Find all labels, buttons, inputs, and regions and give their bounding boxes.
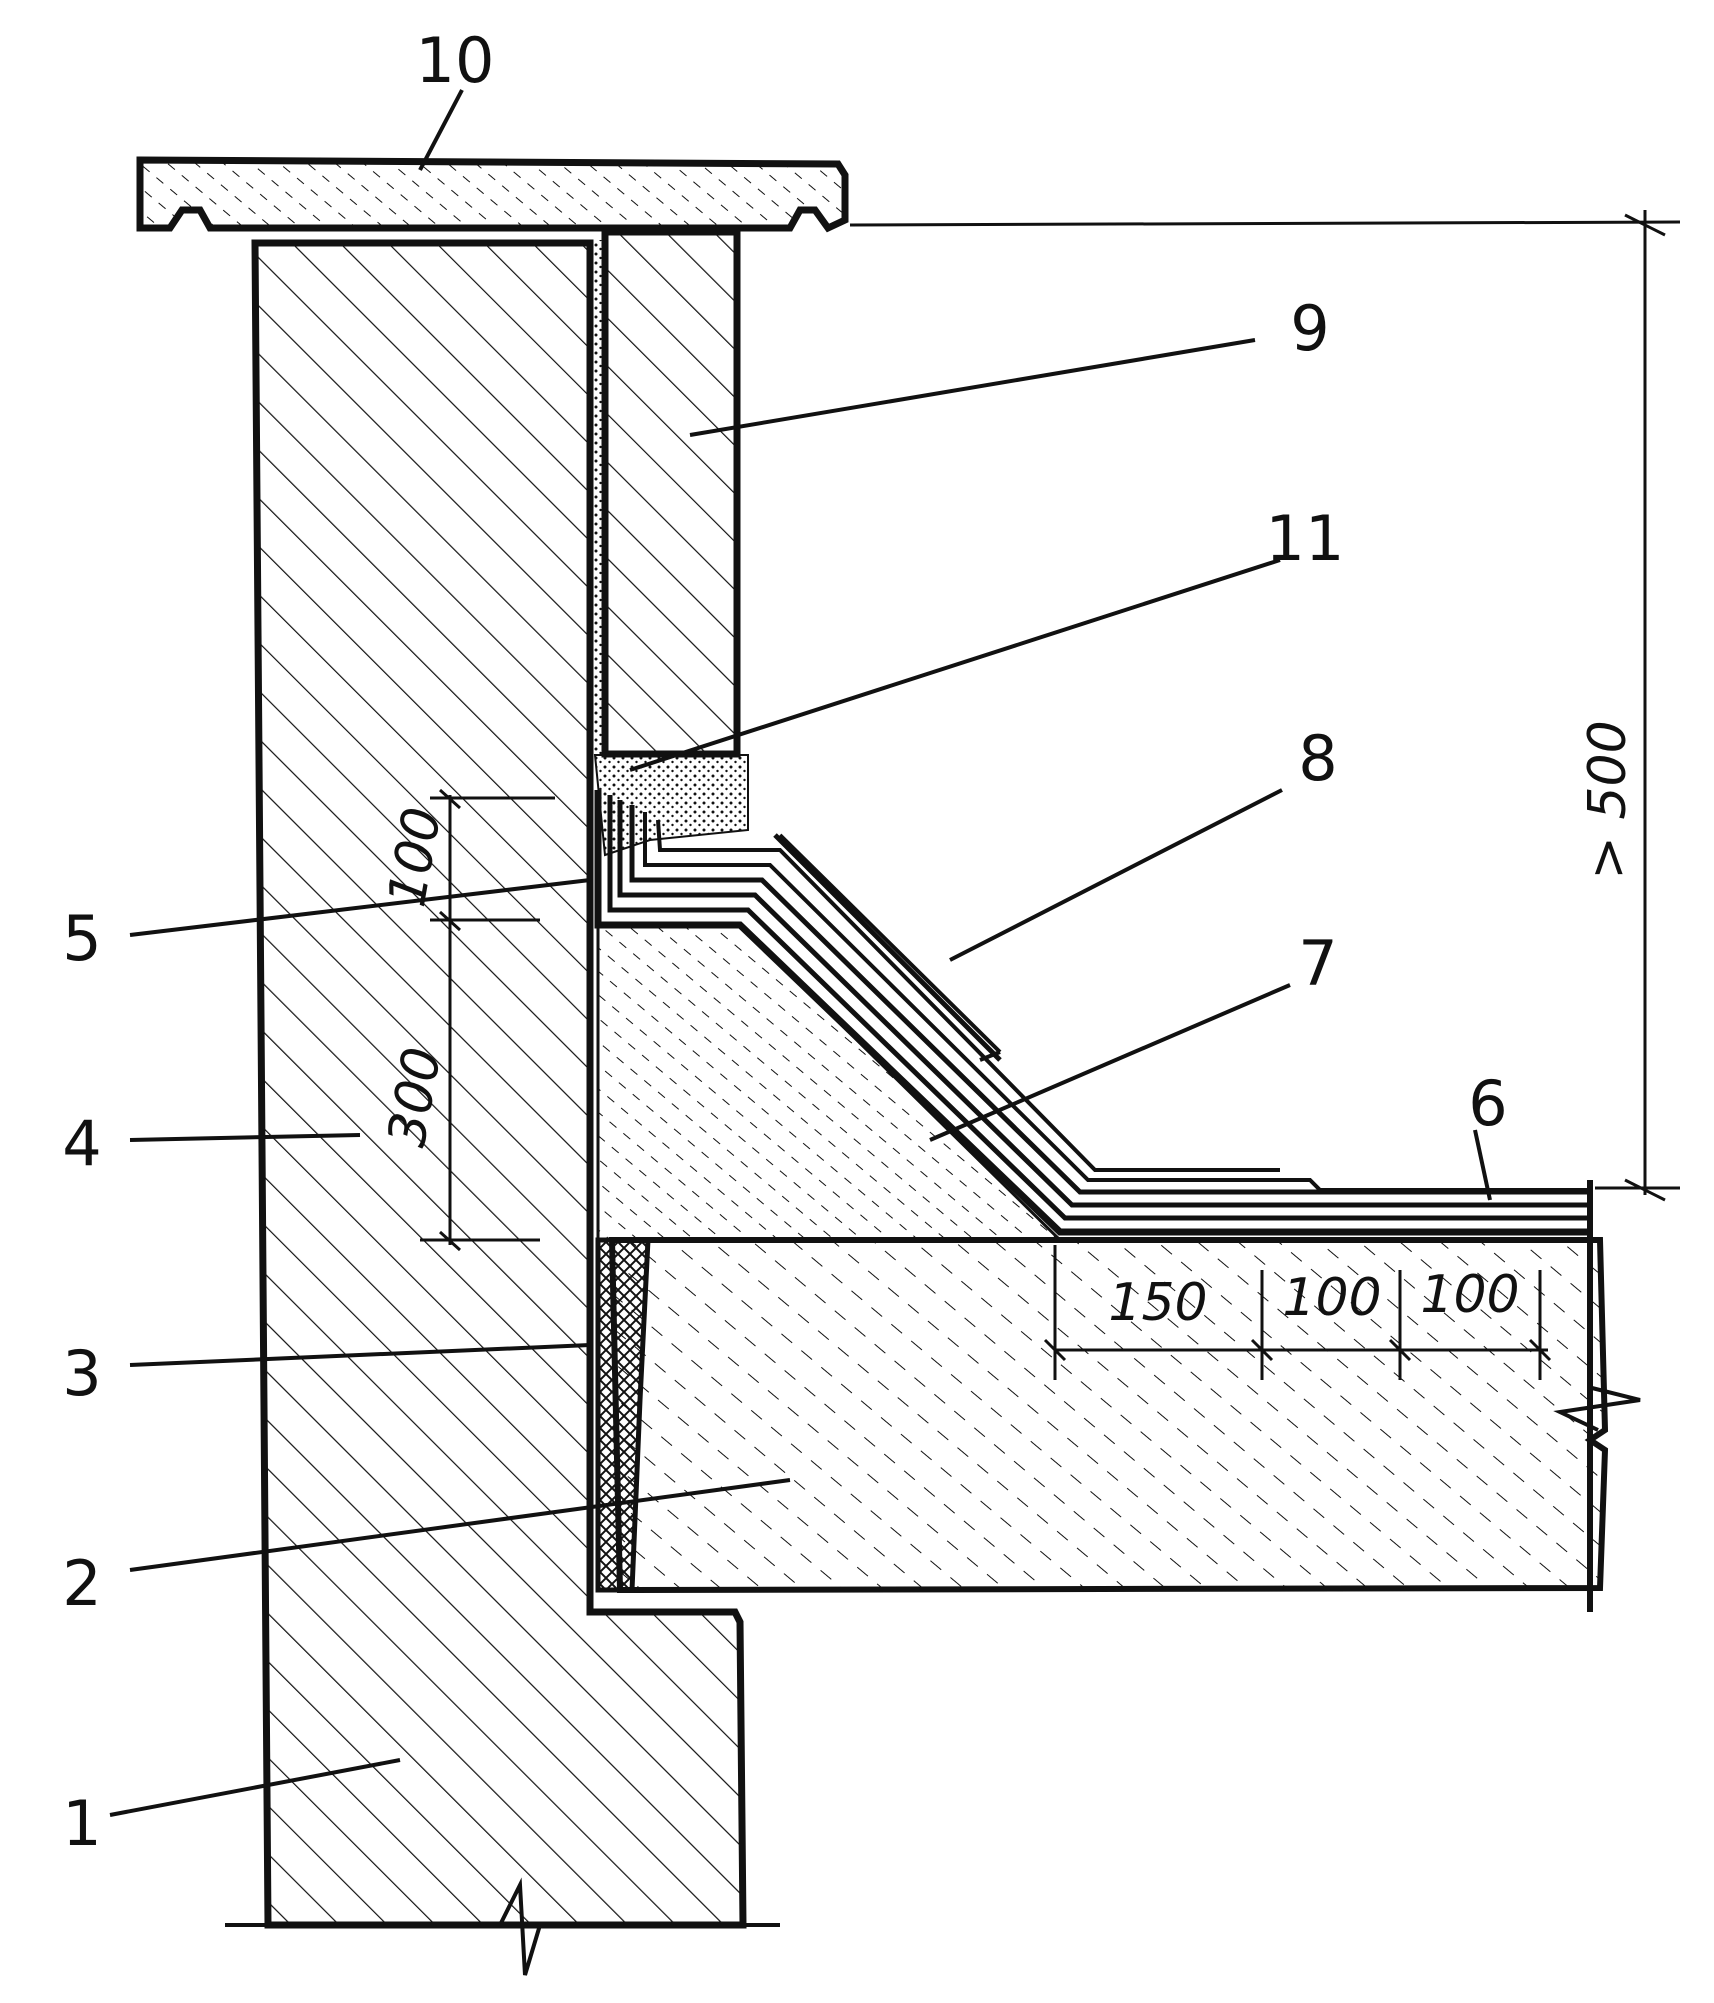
callout-7: 7: [1298, 927, 1337, 1000]
roofing-membrane-layers: [594, 790, 1590, 1236]
parapet-cladding: [601, 228, 741, 758]
callout-2: 2: [62, 1547, 101, 1620]
callout-6: 6: [1468, 1067, 1507, 1140]
callout-4: 4: [62, 1107, 101, 1180]
dimension-upturn-lines: [420, 788, 555, 1252]
dimension-lap-1-text: 150: [1108, 1273, 1207, 1333]
roof-slab: [608, 1237, 1609, 1594]
dimension-laps-lines: [1043, 1245, 1552, 1380]
callout-10: 10: [416, 24, 495, 97]
callout-11: 11: [1266, 502, 1345, 575]
callout-9: 9: [1290, 292, 1329, 365]
callout-8: 8: [1298, 722, 1337, 795]
dimension-parapet-height-text: > 500: [1578, 720, 1638, 879]
dimension-lap-2-text: 100: [1282, 1268, 1381, 1328]
dimension-parapet-height: [849, 210, 1681, 1202]
callout-1: 1: [62, 1787, 101, 1860]
leader-lines: [109, 89, 1492, 1817]
callout-3: 3: [62, 1337, 101, 1410]
wall-break-line: [225, 1877, 780, 1976]
coping-slab: [136, 156, 849, 233]
callout-5: 5: [62, 902, 101, 975]
dimension-lap-3-text: 100: [1420, 1265, 1519, 1325]
plaster-gap: [590, 240, 605, 755]
slab-break-line: [1553, 1386, 1641, 1432]
